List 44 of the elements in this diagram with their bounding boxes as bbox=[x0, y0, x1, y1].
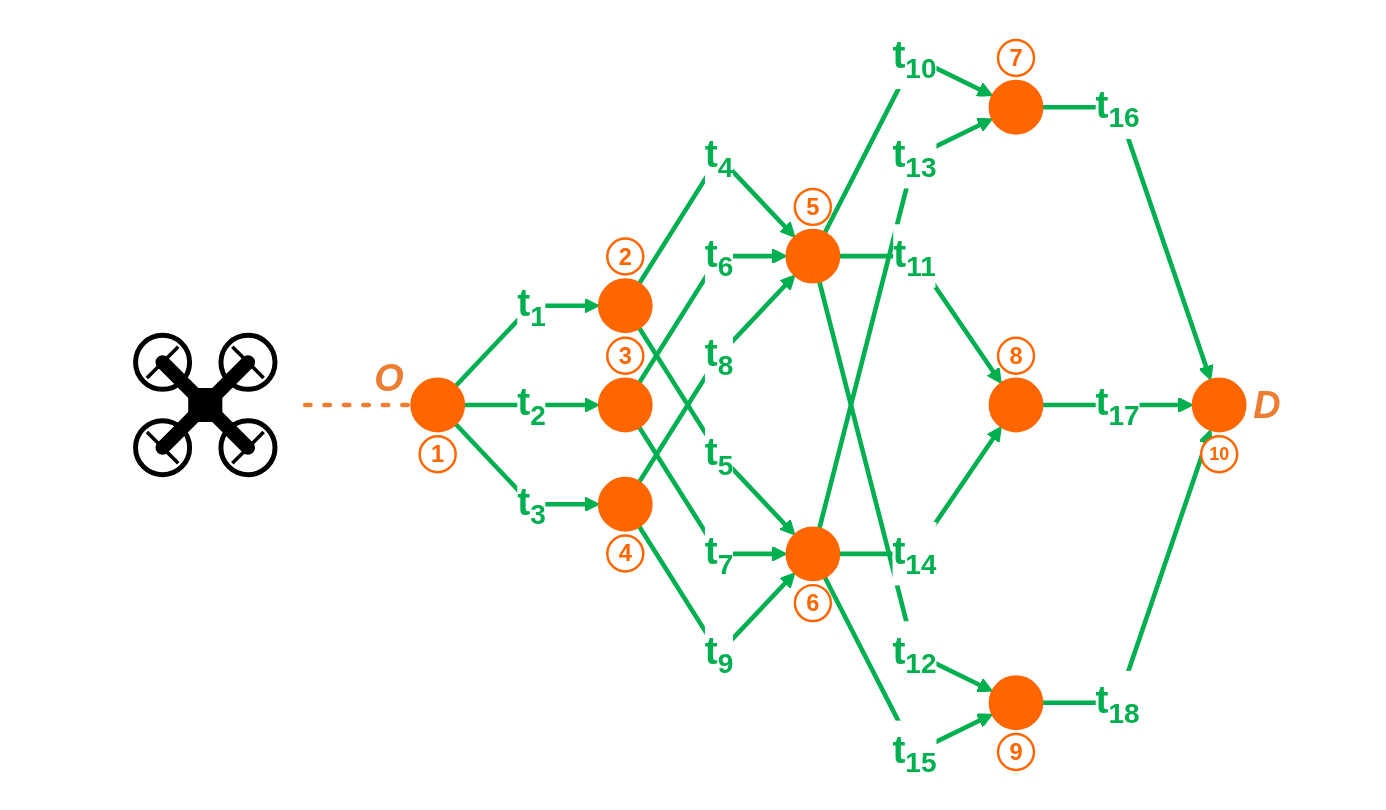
arrow bbox=[817, 118, 993, 529]
edge-label: t$_{14}$ bbox=[892, 528, 937, 580]
node-circle bbox=[597, 476, 653, 532]
edge-label: t$_{8}$ bbox=[704, 330, 734, 381]
node-caption: D bbox=[1253, 384, 1281, 426]
node-circle bbox=[597, 377, 653, 433]
node-circle bbox=[410, 377, 466, 433]
circled-number: 7 bbox=[996, 38, 1036, 78]
edge-label: t$_{3}$ bbox=[517, 479, 546, 530]
circled-number: 1 bbox=[418, 435, 457, 474]
circled-number: 10 bbox=[1199, 435, 1239, 474]
edge-label: t$_{12}$ bbox=[892, 628, 937, 679]
edge-label: t$_{11}$ bbox=[893, 231, 936, 282]
edge-label: t$_{1}$ bbox=[517, 280, 546, 332]
edge-label: t$_{15}$ bbox=[892, 727, 937, 778]
node-circle bbox=[597, 278, 653, 334]
arrow bbox=[637, 326, 796, 536]
node-circle bbox=[785, 526, 841, 582]
arrow bbox=[637, 274, 796, 484]
edge-label: t$_{9}$ bbox=[704, 628, 734, 679]
edge-label: t$_{16}$ bbox=[1095, 82, 1140, 133]
node-circle bbox=[1191, 377, 1247, 433]
edge-label: t$_{18}$ bbox=[1095, 677, 1140, 729]
edge-label: t$_{17}$ bbox=[1095, 380, 1140, 431]
circled-number: 5 bbox=[793, 187, 833, 227]
edge-label: t$_{2}$ bbox=[517, 380, 546, 431]
circled-number: 9 bbox=[996, 732, 1036, 772]
circled-number: 2 bbox=[606, 237, 645, 276]
edge-label: t$_{10}$ bbox=[892, 32, 937, 83]
node-circle bbox=[988, 79, 1044, 135]
circled-number: 4 bbox=[606, 534, 645, 573]
node-circle bbox=[988, 377, 1044, 433]
arrow bbox=[817, 281, 993, 692]
node-circle bbox=[785, 228, 841, 284]
node-circle bbox=[988, 675, 1044, 731]
node-caption: O bbox=[374, 357, 404, 400]
edge-label: t$_{5}$ bbox=[704, 429, 734, 480]
edge-label: t$_{4}$ bbox=[704, 131, 734, 183]
edge-label: t$_{13}$ bbox=[892, 131, 937, 183]
circled-number: 8 bbox=[996, 336, 1036, 375]
circled-number: 3 bbox=[606, 336, 645, 375]
circled-number: 6 bbox=[793, 583, 833, 623]
edge-label: t$_{7}$ bbox=[704, 528, 734, 580]
edge-label: t$_{6}$ bbox=[704, 231, 734, 282]
